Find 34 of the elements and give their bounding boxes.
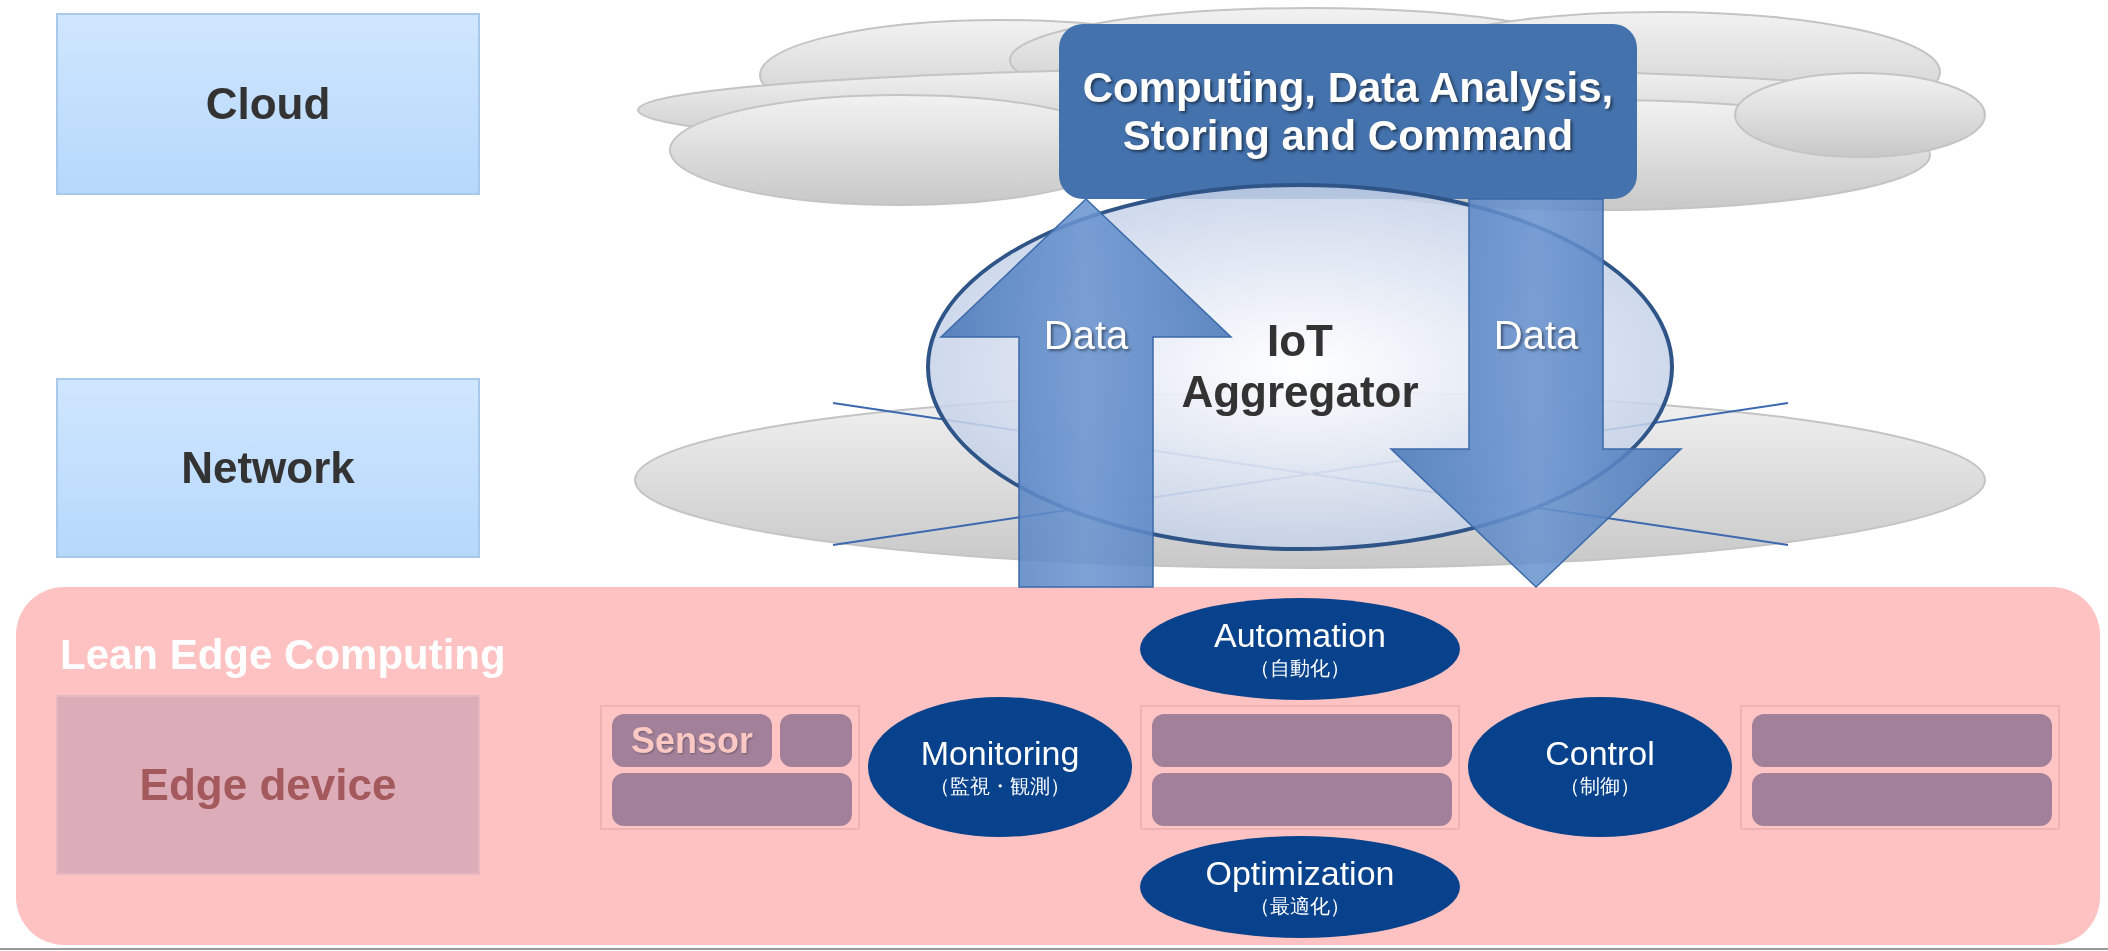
layer-box <box>56 378 480 558</box>
band-heading: Lean Edge Computing <box>60 630 506 680</box>
group-frame <box>600 705 860 830</box>
layer-band <box>16 587 2100 945</box>
aggregator-label: IoT Aggregator <box>1180 316 1420 418</box>
block-arrow <box>1389 198 1683 589</box>
function-sublabel: （監視・観測） <box>930 773 1070 799</box>
function-sublabel: （最適化） <box>1250 893 1350 919</box>
function-label: Automation <box>1214 617 1386 655</box>
process-label: Computing, Data Analysis, Storing and Command <box>1081 64 1615 159</box>
function-label: Control <box>1545 735 1655 773</box>
function-sublabel: （自動化） <box>1250 655 1350 681</box>
group-frame <box>1740 705 2060 830</box>
device-box <box>612 773 852 826</box>
device-box <box>1752 714 2052 767</box>
device-box <box>1152 773 1452 826</box>
edge-label: Data <box>1043 312 1129 359</box>
layer-label: Edge device <box>139 759 397 811</box>
device-box <box>1152 714 1452 767</box>
layer-label: Cloud <box>205 78 331 130</box>
layer-box <box>56 695 480 875</box>
process-box <box>1059 24 1637 199</box>
device-box <box>780 714 852 767</box>
function-label: Optimization <box>1205 855 1395 893</box>
block-arrow <box>939 197 1233 588</box>
function-label: Monitoring <box>920 735 1080 773</box>
device-box <box>1752 773 2052 826</box>
layer-box <box>56 13 480 195</box>
layer-label: Network <box>181 442 355 494</box>
edge-label: Data <box>1493 312 1579 359</box>
device-label: Sensor <box>630 718 753 763</box>
group-frame <box>1140 705 1460 830</box>
function-sublabel: （制御） <box>1560 773 1640 799</box>
device-box <box>612 714 772 767</box>
